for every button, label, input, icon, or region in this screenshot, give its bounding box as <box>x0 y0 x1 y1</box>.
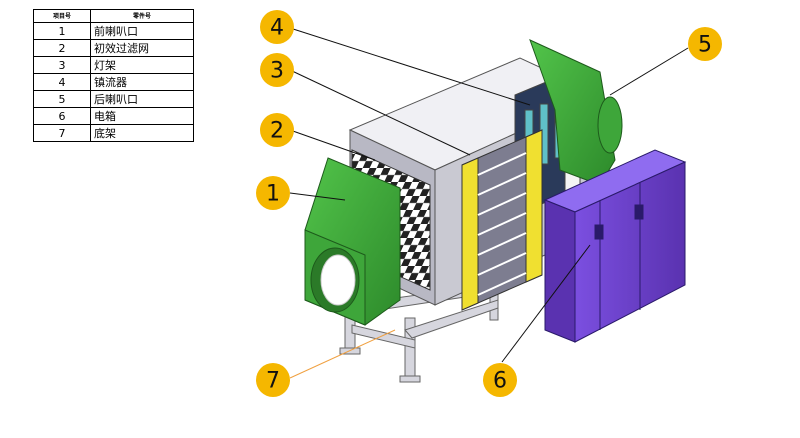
callout-3: 3 <box>260 53 294 87</box>
callout-circle <box>688 27 722 61</box>
row-part-name: 电箱 <box>90 107 194 125</box>
table-header-row: 项目号 零件号 <box>33 9 194 23</box>
row-part-name: 前喇叭口 <box>90 22 194 40</box>
row-number: 7 <box>33 124 91 142</box>
callout-4: 4 <box>260 10 294 44</box>
leader-2 <box>289 129 376 161</box>
callout-6: 6 <box>483 363 517 397</box>
callout-circle <box>483 363 517 397</box>
leader-6 <box>501 244 591 363</box>
callout-circle <box>260 53 294 87</box>
callout-label: 2 <box>270 119 284 144</box>
callout-2: 2 <box>260 113 294 147</box>
callout-label: 4 <box>270 16 284 41</box>
leader-7 <box>289 329 396 379</box>
callout-label: 1 <box>266 182 280 207</box>
leader-1 <box>289 192 346 201</box>
callout-5: 5 <box>688 27 722 61</box>
leader-3 <box>289 69 471 156</box>
row-part-name: 初效过滤网 <box>90 39 194 57</box>
lamp-rack <box>461 129 543 311</box>
leader-5 <box>609 47 689 96</box>
callout-label: 3 <box>270 59 284 84</box>
callout-7: 7 <box>256 363 290 397</box>
electric-box <box>543 149 687 343</box>
callout-1: 1 <box>256 176 290 210</box>
row-part-name: 底架 <box>90 124 194 142</box>
callout-circle <box>260 10 294 44</box>
callout-label: 6 <box>493 369 507 394</box>
leader-lines <box>289 27 689 379</box>
callout-circle <box>260 113 294 147</box>
front-hood <box>304 157 401 326</box>
callout-circle <box>256 363 290 397</box>
callout-label: 7 <box>266 369 280 394</box>
leader-4 <box>289 27 531 106</box>
callout-circle <box>256 176 290 210</box>
callout-label: 5 <box>698 33 712 58</box>
